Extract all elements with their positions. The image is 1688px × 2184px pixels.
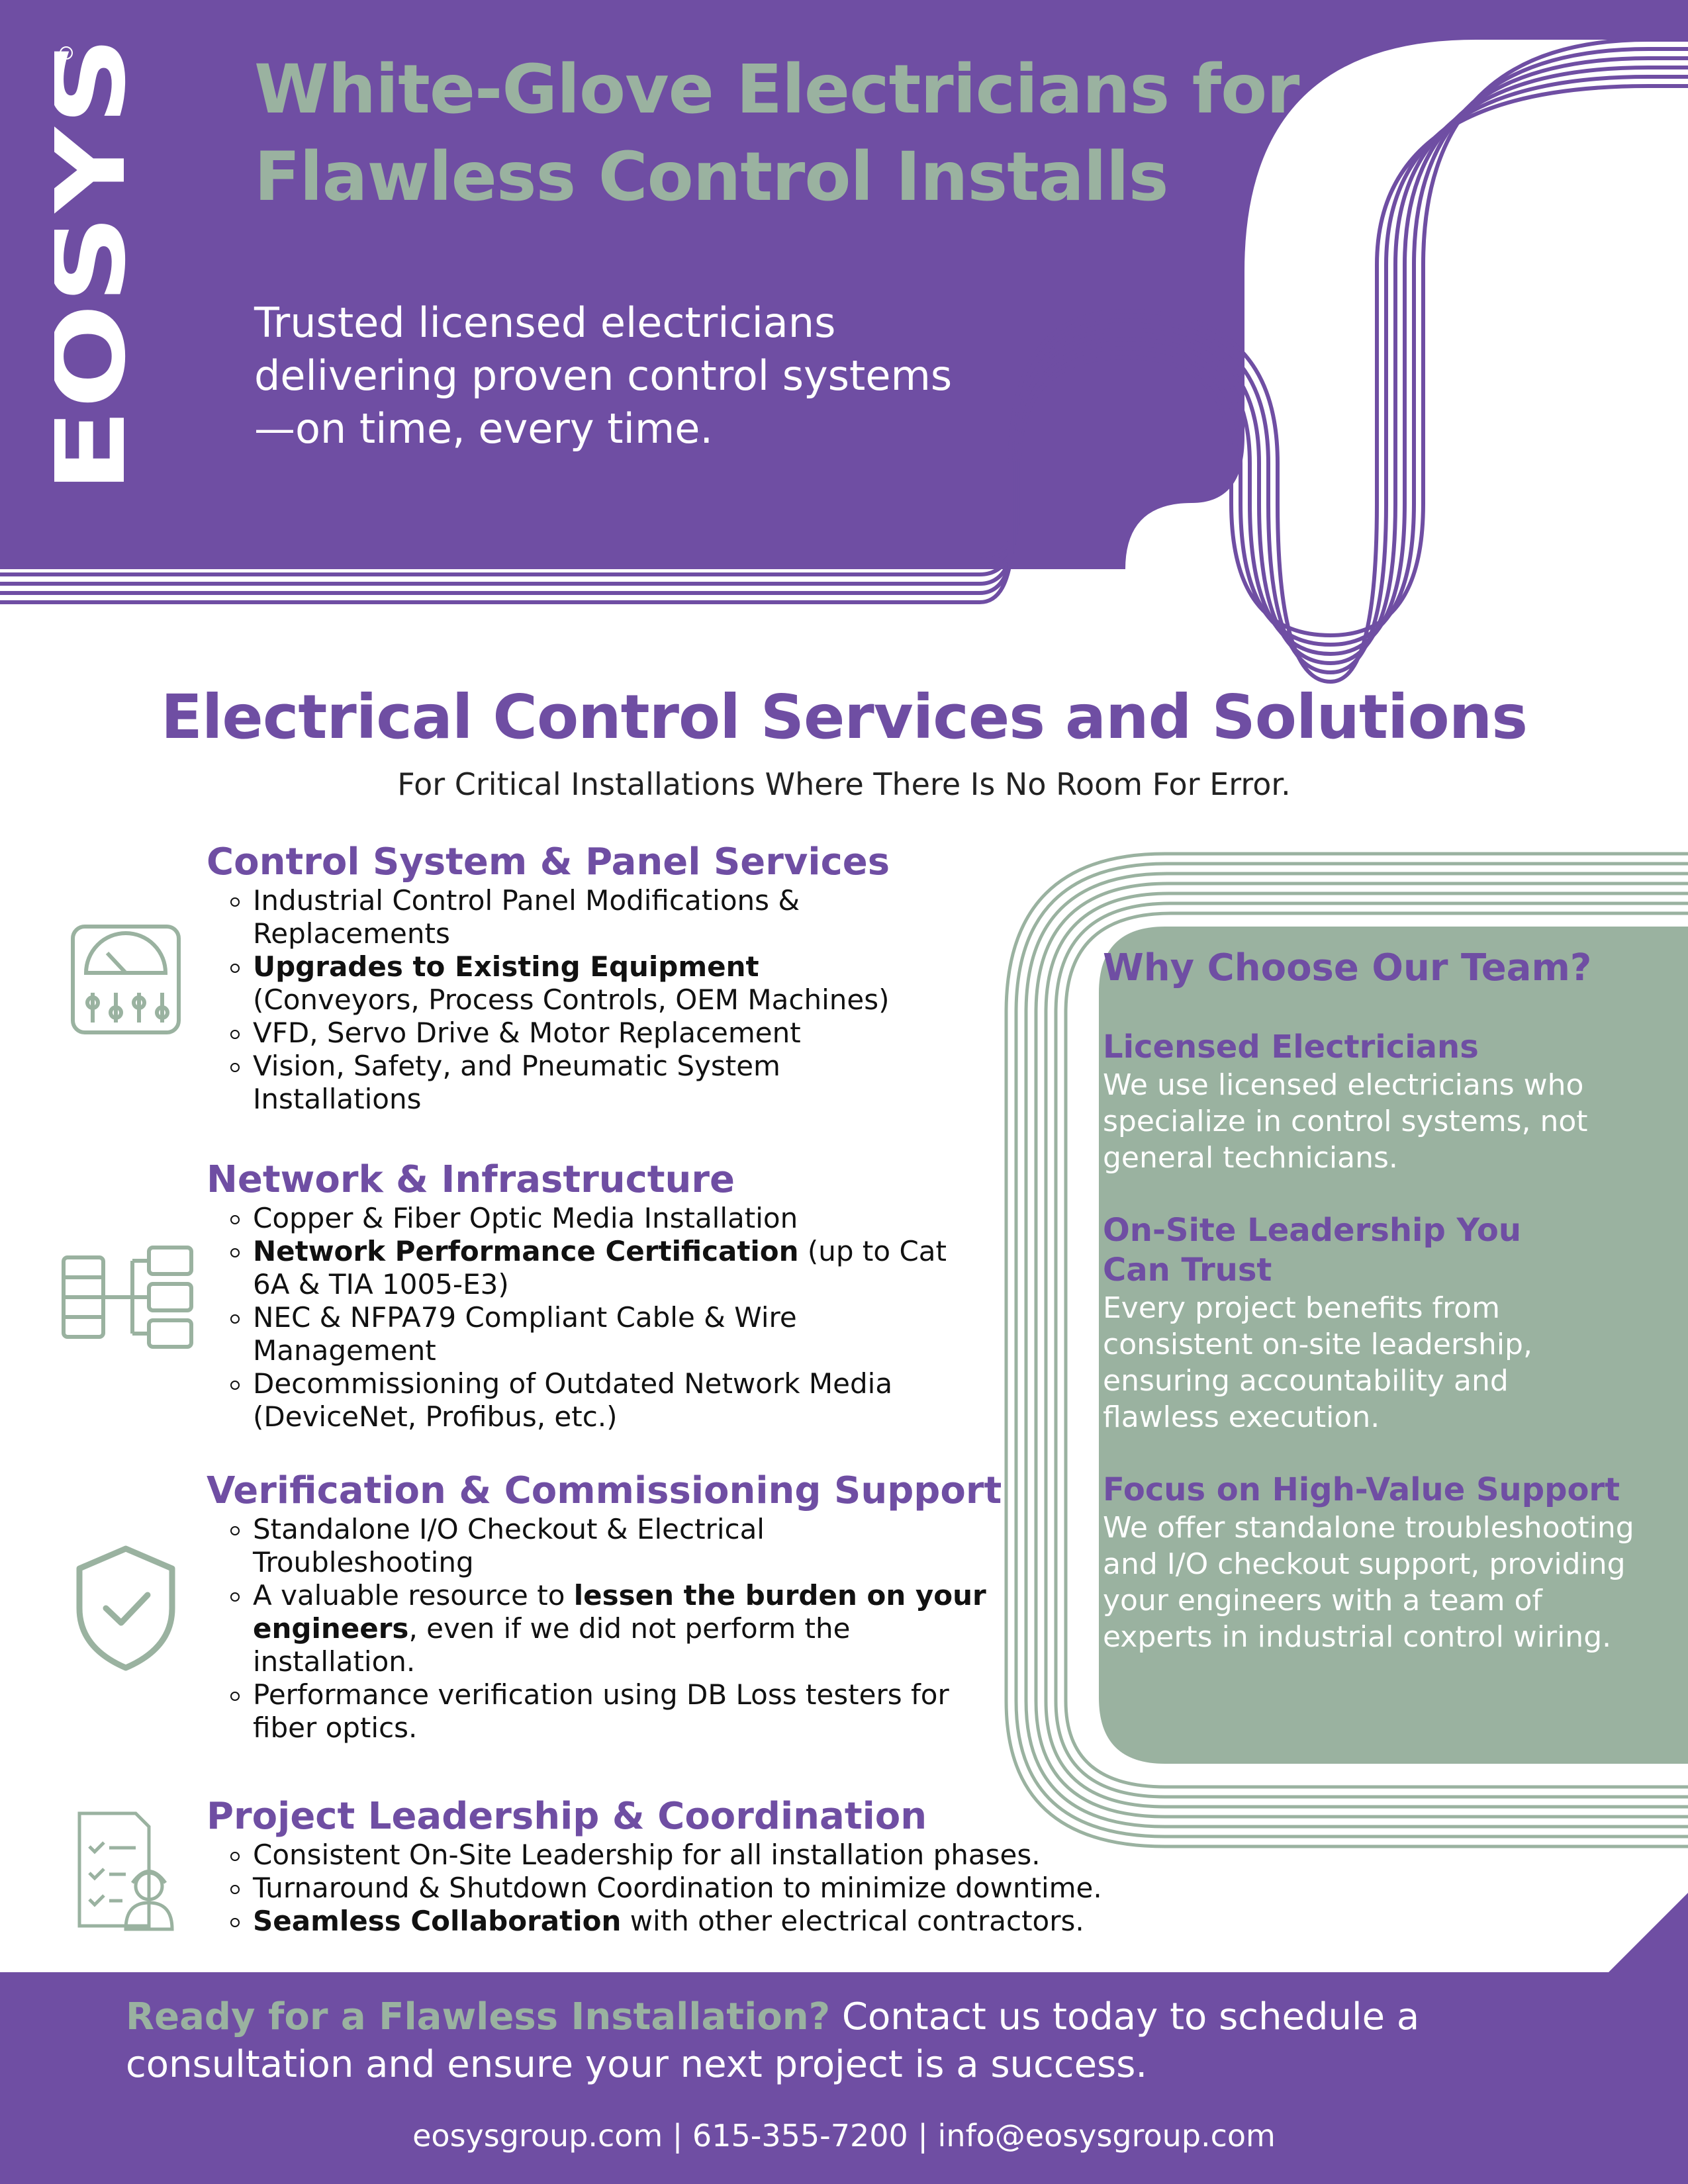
service-title: Network & Infrastructure — [207, 1158, 735, 1201]
hero-title-line2: Flawless Control Installs — [254, 138, 1168, 216]
header-stripes — [0, 38, 1688, 684]
list-item: Network Performance Certification (up to… — [207, 1235, 981, 1301]
list-item: Copper & Fiber Optic Media Installation — [207, 1202, 1133, 1235]
why-choose-panel: Why Choose Our Team? Licensed Electricia… — [1103, 946, 1688, 1690]
service-title: Project Leadership & Coordination — [207, 1795, 927, 1838]
header-stripe — [0, 56, 1688, 657]
panel-stripe — [1004, 852, 1688, 1848]
list-item: Decommissioning of Outdated Network Medi… — [207, 1367, 981, 1433]
why-point-text: We use licensed electricians who special… — [1103, 1068, 1588, 1175]
hero-subtitle-line2: delivering proven control systems — [254, 351, 953, 400]
footer-banner — [0, 1972, 1688, 2184]
why-point-title: Focus on High-Value Support — [1103, 1471, 1620, 1508]
panel-stripe — [1024, 872, 1688, 1829]
list-item: Seamless Collaboration with other electr… — [207, 1905, 1133, 1938]
service-title: Verification & Commissioning Support — [207, 1469, 1002, 1512]
service-list: Standalone I/O Checkout & Electrical Tro… — [207, 1513, 1133, 1745]
footer-corner-cut — [1609, 1893, 1688, 1972]
why-point-title: Licensed Electricians — [1103, 1028, 1479, 1066]
service-project-leadership: Project Leadership & Coordination Consis… — [207, 1795, 1133, 1938]
hero-subtitle-line3: —on time, every time. — [254, 404, 714, 453]
service-list: Consistent On-Site Leadership for all in… — [207, 1839, 1133, 1938]
hero-title: White-Glove Electricians for Flawless Co… — [254, 46, 1419, 221]
header-stripe — [0, 66, 1688, 666]
list-item: Vision, Safety, and Pneumatic System Ins… — [207, 1050, 882, 1116]
service-verification: Verification & Commissioning Support Sta… — [207, 1469, 1133, 1745]
list-item: Upgrades to Existing Equipment (Conveyor… — [207, 950, 915, 1017]
header-stripe — [0, 47, 1688, 647]
list-item: Standalone I/O Checkout & Electrical Tro… — [207, 1513, 849, 1579]
service-network: Network & Infrastructure Copper & Fiber … — [207, 1158, 1133, 1433]
section-subtitle: For Critical Installations Where There I… — [397, 766, 1291, 802]
service-list: Industrial Control Panel Modifications &… — [207, 884, 1133, 1116]
service-title: Control System & Panel Services — [207, 841, 890, 884]
section-title: Electrical Control Services and Solution… — [161, 682, 1528, 752]
control-panel-gauge-icon — [71, 925, 181, 1034]
network-servers-icon — [62, 1246, 193, 1349]
list-item: Consistent On-Site Leadership for all in… — [207, 1839, 1133, 1872]
panel-stripe — [1034, 882, 1688, 1819]
footer-contact[interactable]: eosysgroup.com | 615-355-7200 | info@eos… — [412, 2118, 1276, 2154]
panel-stripe — [1044, 891, 1688, 1809]
why-point-title: On-Site Leadership You Can Trust — [1103, 1212, 1522, 1289]
footer-cta: Ready for a Flawless Installation? Conta… — [126, 1993, 1582, 2089]
panel-stripe — [1064, 911, 1688, 1789]
why-point-text: We offer standalone troubleshooting and … — [1103, 1511, 1634, 1654]
list-item: NEC & NFPA79 Compliant Cable & Wire Mana… — [207, 1301, 835, 1367]
header-stripe — [0, 75, 1688, 675]
hero-subtitle: Trusted licensed electricians delivering… — [254, 296, 1049, 455]
checklist-worker-icon — [77, 1811, 174, 1931]
hero-subtitle-line1: Trusted licensed electricians — [254, 298, 836, 347]
panel-stripe — [1054, 901, 1688, 1799]
registered-mark-icon — [60, 46, 73, 60]
list-item: Turnaround & Shutdown Coordination to mi… — [207, 1872, 1133, 1905]
footer-cta-highlight: Ready for a Flawless Installation? — [126, 1995, 831, 2038]
service-list: Copper & Fiber Optic Media Installation … — [207, 1202, 1133, 1433]
list-item: Industrial Control Panel Modifications &… — [207, 884, 882, 950]
why-point-text: Every project benefits from consistent o… — [1103, 1291, 1532, 1434]
footer-cta-text: Contact us today to schedule a consultat… — [126, 1995, 1420, 2086]
hero-title-line1: White-Glove Electricians for — [254, 50, 1299, 129]
why-panel-bg — [1099, 927, 1688, 1764]
list-item: A valuable resource to lessen the burden… — [207, 1579, 1014, 1678]
panel-stripe — [1014, 862, 1688, 1839]
eosys-logo: EOSYS — [54, 36, 139, 493]
panel-stripes — [1004, 852, 1688, 1848]
why-title: Why Choose Our Team? — [1103, 946, 1592, 989]
list-item: Performance verification using DB Loss t… — [207, 1678, 1014, 1745]
header-stripe — [0, 84, 1688, 684]
header-stripe — [0, 38, 1688, 638]
shield-check-icon — [76, 1545, 175, 1671]
list-item: VFD, Servo Drive & Motor Replacement — [207, 1017, 1133, 1050]
service-control-system: Control System & Panel Services Industri… — [207, 841, 1133, 1116]
svg-text:EOSYS: EOSYS — [54, 36, 139, 493]
